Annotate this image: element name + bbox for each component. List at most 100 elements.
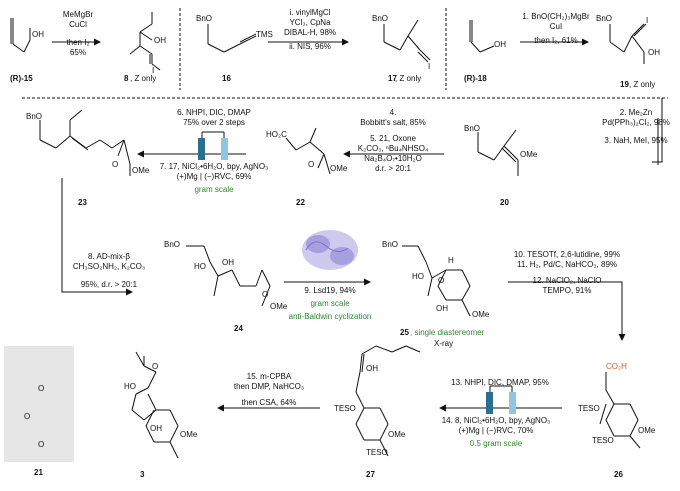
enzyme-lsd19-icon: [302, 230, 358, 270]
label-19: 19: [620, 80, 629, 89]
label-22: 22: [296, 198, 305, 207]
cathode-icon: [221, 138, 228, 160]
label-26: 26: [614, 470, 623, 479]
atom-o: O: [38, 440, 45, 449]
atom-o: O: [24, 412, 31, 421]
conditions-step-9: 9. Lsd19, 94% gram scale anti-Baldwin cy…: [288, 286, 372, 321]
atom-teso: TESO: [592, 436, 614, 445]
atom-o: O: [308, 160, 315, 169]
atom-o: O: [438, 276, 445, 285]
atom-tms: TMS: [256, 30, 273, 39]
arrow-r2-3-top: [652, 98, 663, 163]
label-27: 27: [366, 470, 375, 479]
atom-oh: OH: [494, 40, 506, 49]
atom-ome: OMe: [472, 310, 490, 319]
atom-ho2c: HO₂C: [266, 130, 287, 139]
atom-oh: OH: [150, 424, 162, 433]
conditions-step-2: i. vinylMgCl YCl₃, CpNa DIBAL-H, 98% ii.…: [283, 8, 337, 51]
reagent-21-panel: [4, 346, 74, 462]
electrode-pair-67: [198, 131, 228, 160]
atom-oh: OH: [222, 258, 234, 267]
cathode-icon: [509, 392, 516, 414]
conditions-step-2-3: 2. Me₂Zn Pd(PPh₃)₂Cl₂, 98% 3. NaH, MeI, …: [602, 108, 670, 145]
atom-ho: HO: [194, 262, 206, 271]
atom-bno: BnO: [372, 14, 389, 23]
conditions-step-13: 13. NHPI, DIC, DMAP, 95%: [451, 378, 549, 387]
atom-ome: OMe: [388, 430, 406, 439]
atom-o: O: [262, 290, 269, 299]
atom-ome: OMe: [180, 430, 198, 439]
arrow-r8: [61, 178, 133, 296]
conditions-step-10-12: 10. TESOTf, 2,6-lutidine, 99% 11. H₂, Pd…: [513, 250, 621, 295]
atom-o: O: [38, 384, 45, 393]
anode-icon: [486, 392, 493, 414]
atom-ome: OMe: [270, 302, 288, 311]
label-16: 16: [222, 74, 231, 83]
structure-20: [477, 129, 519, 176]
label-8-note: , Z only: [130, 74, 157, 83]
atom-bno: BnO: [382, 240, 399, 249]
structure-3: [131, 351, 179, 459]
arrow-r10-12: [508, 281, 626, 341]
atom-teso: TESO: [366, 448, 388, 457]
structure-24: [186, 245, 271, 307]
label-21: 21: [34, 468, 43, 477]
conditions-step-7: 7. 17, NiCl₂•6H₂O, bpy, AgNO₃ (+)Mg | (−…: [159, 162, 269, 194]
atom-oh: OH: [32, 30, 44, 39]
label-17: 17: [388, 74, 397, 83]
label-23: 23: [78, 198, 87, 207]
structure-8: [129, 12, 161, 71]
conditions-step-6-7: 6. NHPI, DIC, DMAP 75% over 2 steps: [177, 108, 251, 127]
label-24: 24: [234, 324, 243, 333]
label-3: 3: [140, 470, 145, 479]
electrode-pair-1314: [486, 385, 516, 414]
label-18: (R)-18: [464, 74, 487, 83]
atom-i: I: [152, 66, 155, 75]
conditions-step-8: 8. AD-mix-β CH₃SO₂NH₂, K₂CO₃ 95%, d.r. >…: [72, 252, 146, 289]
structure-22: [285, 127, 331, 175]
atom-ho: HO: [412, 272, 424, 281]
atom-ho: HO: [124, 382, 136, 391]
atom-i: I: [646, 16, 649, 25]
atom-teso: TESO: [334, 404, 356, 413]
conditions-step-1: MeMgBr CuCl then I₂ 65%: [62, 10, 94, 57]
label-25: 25: [400, 328, 409, 337]
label-25-xray: X-ray: [434, 339, 454, 348]
atom-bno: BnO: [464, 124, 481, 133]
structure-15: [10, 18, 31, 53]
structure-16: [207, 24, 257, 53]
conditions-step-3: 1. BnO(CH₂)₃MgBr CuI then I₂, 61%: [522, 12, 590, 45]
conditions-step-15: 15. m-CPBA then DMP, NaHCO₃ then CSA, 64…: [233, 372, 305, 407]
atom-oh: OH: [366, 364, 378, 373]
atom-o: O: [112, 160, 119, 169]
anode-icon: [198, 138, 205, 160]
atom-ome: OMe: [132, 166, 150, 175]
structure-27: [355, 345, 421, 457]
conditions-step-4-5: 4. Bobbitt's salt, 85% 5. 21, Oxone K₂CO…: [357, 108, 429, 173]
conditions-step-14: 14. 8, NiCl₂•6H₂O, bpy, AgNO₃ (+)Mg | (−…: [441, 416, 551, 448]
structure-23: [39, 109, 131, 176]
atom-ome: OMe: [638, 426, 656, 435]
atom-oh: OH: [154, 36, 166, 45]
structure-25: [402, 245, 471, 317]
atom-o: O: [152, 362, 159, 371]
structure-26: [599, 372, 641, 449]
label-25-note: , single diastereomer: [410, 328, 485, 337]
label-20: 20: [500, 198, 509, 207]
atom-h: H: [448, 256, 454, 265]
atom-i: I: [428, 62, 431, 71]
atom-bno: BnO: [196, 14, 213, 23]
label-17-note: , Z only: [395, 74, 422, 83]
label-15: (R)-15: [10, 74, 33, 83]
atom-teso: TESO: [578, 404, 600, 413]
structure-17: [383, 19, 431, 63]
atom-ome: OMe: [330, 164, 348, 173]
atom-ome: OMe: [520, 150, 538, 159]
structure-18: [469, 20, 495, 53]
atom-bno: BnO: [164, 240, 181, 249]
label-8: 8: [124, 74, 129, 83]
atom-oh: OH: [648, 48, 660, 57]
atom-bno: BnO: [596, 14, 613, 23]
